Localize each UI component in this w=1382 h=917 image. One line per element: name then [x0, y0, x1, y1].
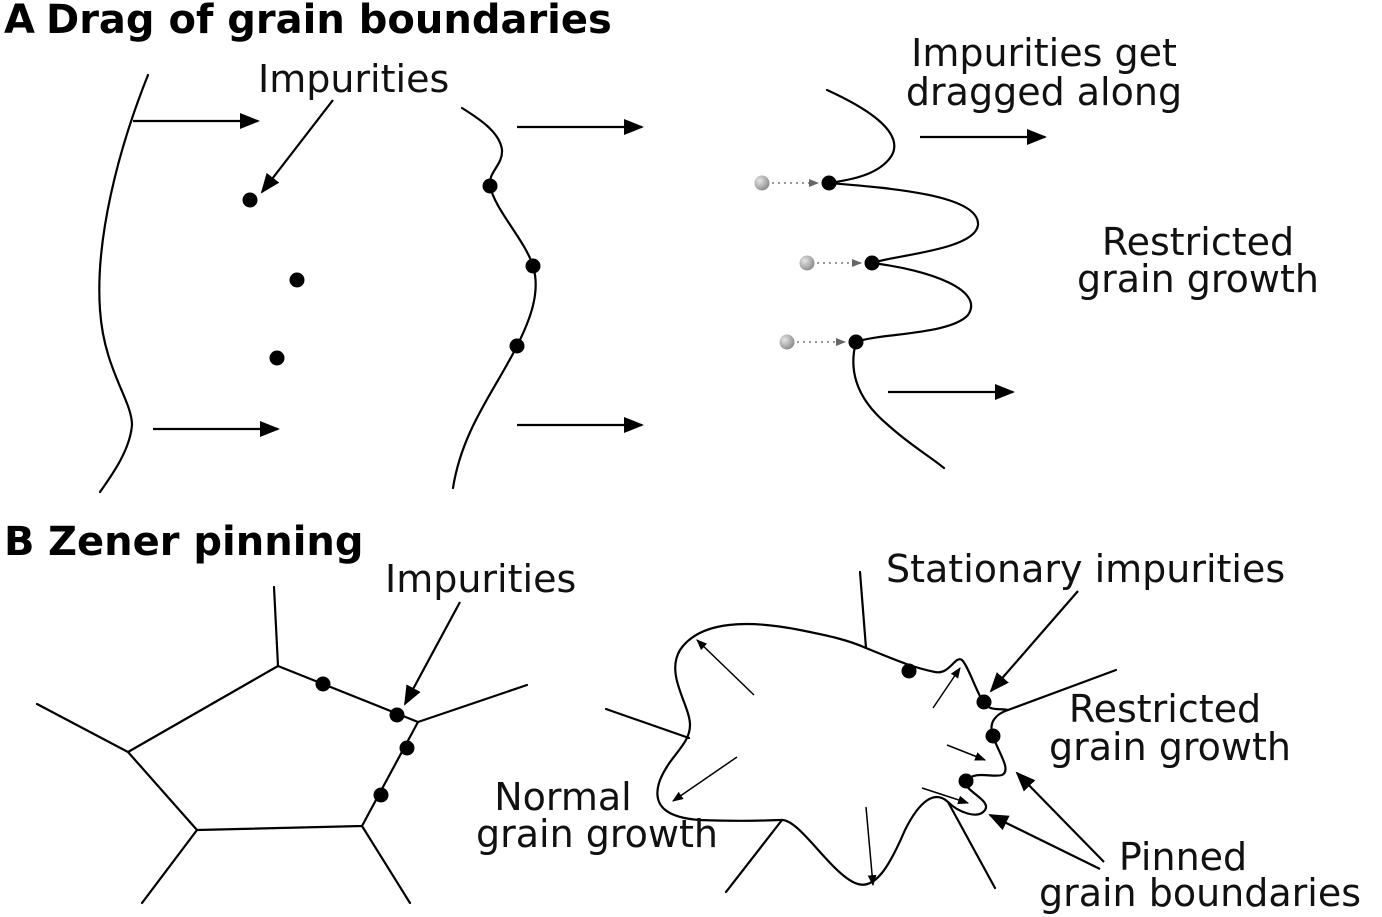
panel-b: B Zener pinning Impurities — [4, 519, 1361, 915]
impurity-dot — [985, 728, 1001, 744]
grain-boundary — [360, 824, 412, 905]
restricted-label-b-line1: Restricted — [1069, 687, 1261, 731]
stationary-label: Stationary impurities — [886, 547, 1285, 591]
ghost-impurity — [779, 334, 795, 350]
pointer-arrow — [989, 590, 1079, 693]
growth-arrow — [865, 806, 877, 887]
ghost-impurity — [799, 255, 815, 271]
impurity-dot — [482, 178, 498, 194]
pointer-arrow — [988, 814, 1101, 870]
impurity-dot — [399, 740, 415, 756]
growth-arrow — [672, 756, 738, 802]
pointer-arrow — [260, 99, 334, 194]
grain-polygon — [126, 664, 420, 832]
growth-arrow — [946, 744, 987, 761]
grain-boundary — [1006, 668, 1118, 712]
dragged-label-line2: dragged along — [906, 70, 1182, 114]
growth-arrow — [696, 639, 755, 696]
impurity-dot — [901, 663, 917, 679]
impurity-dot — [976, 694, 992, 710]
grain-boundary — [35, 702, 130, 754]
pinned-label-line1: Pinned — [1119, 835, 1247, 879]
growth-arrow — [921, 787, 970, 805]
ghost-impurity — [754, 175, 770, 191]
grain-boundary — [272, 585, 280, 668]
normal-label-line1: Normal — [494, 775, 632, 819]
impurity-dot — [389, 707, 405, 723]
restricted-label-line2: grain growth — [1077, 257, 1319, 301]
grain-boundary — [140, 828, 199, 905]
impurities-label-b: Impurities — [385, 557, 576, 601]
grain-boundary — [858, 570, 868, 650]
impurities-label: Impurities — [258, 57, 449, 101]
grain-boundary-dragged — [825, 88, 980, 470]
impurity-dot — [509, 338, 525, 354]
pointer-arrow — [404, 601, 461, 706]
growth-arrow — [932, 667, 961, 709]
panel-a-title: Drag of grain boundaries — [46, 0, 612, 43]
impurity-dot — [864, 255, 880, 271]
impurity-dot — [958, 773, 974, 789]
impurity-dot — [269, 350, 285, 366]
panel-b-title: Zener pinning — [48, 519, 364, 565]
grain-boundary — [946, 800, 997, 890]
grain-boundary — [604, 707, 691, 740]
impurity-dot — [242, 192, 258, 208]
impurity-dot — [373, 787, 389, 803]
restricted-label-b-line2: grain growth — [1049, 725, 1291, 769]
panel-a: A Drag of grain boundaries Impurities — [4, 0, 1319, 494]
grain-boundary — [416, 683, 529, 724]
impurity-dot — [821, 175, 837, 191]
impurity-dot — [525, 258, 541, 274]
impurity-dot — [289, 272, 305, 288]
impurity-dot — [315, 676, 331, 692]
pinned-label-line2: grain boundaries — [1039, 871, 1361, 915]
pointer-arrow — [1015, 771, 1105, 863]
panel-b-letter: B — [4, 519, 35, 565]
normal-label-line2: grain growth — [476, 812, 718, 856]
grain-boundary-left — [98, 73, 150, 494]
grain-boundary — [724, 818, 784, 894]
panel-a-letter: A — [4, 0, 35, 43]
impurity-dot — [848, 334, 864, 350]
restricted-label-line1: Restricted — [1102, 220, 1294, 264]
grain-boundary-middle — [451, 106, 537, 490]
dragged-label-line1: Impurities get — [911, 31, 1177, 75]
